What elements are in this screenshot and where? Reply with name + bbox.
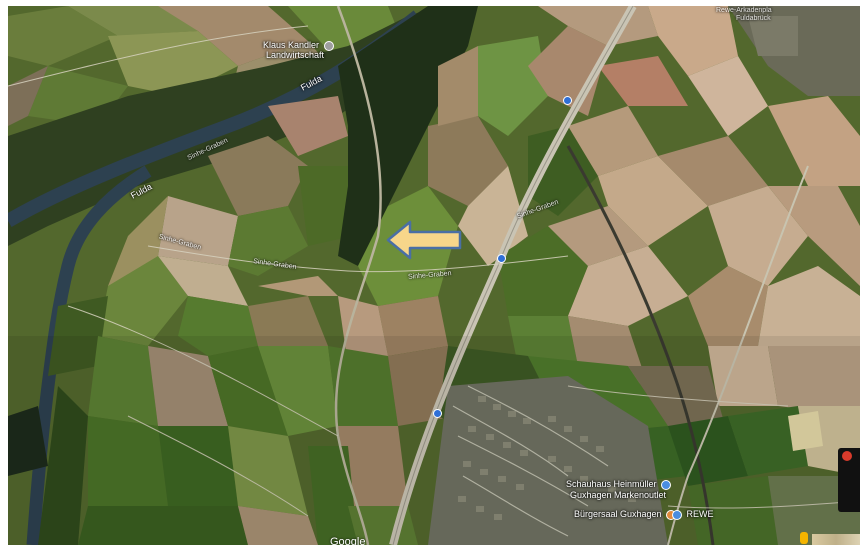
- layers-toggle[interactable]: [812, 534, 860, 545]
- place-label-top-right[interactable]: Rewe-Arkadenpla: [716, 6, 772, 16]
- poi-markenoutlet[interactable]: Guxhagen Markenoutlet: [570, 490, 666, 500]
- poi-schauhaus[interactable]: Schauhaus Heinmüller: [566, 479, 672, 490]
- place-name: Rewe-Arkadenpla: [716, 7, 772, 14]
- map-pin-icon: [323, 40, 334, 51]
- poi-name: Guxhagen Markenoutlet: [570, 490, 667, 500]
- shopping-pin-icon: [661, 479, 672, 490]
- place-label-fuldabrueck[interactable]: Fuldabrück: [736, 14, 771, 24]
- highway-shield: [497, 254, 506, 263]
- pegman-icon[interactable]: [800, 532, 808, 544]
- google-watermark: Google: [330, 536, 366, 545]
- shopping-pin-icon: [672, 509, 682, 520]
- place-name: Klaus Kandler: [263, 40, 320, 50]
- place-name: Fuldabrück: [736, 15, 771, 22]
- map-imagery: [8, 6, 860, 545]
- poi-rewe[interactable]: REWE: [672, 509, 714, 520]
- place-label-landwirtschaft[interactable]: Landwirtschaft: [266, 50, 324, 60]
- highway-shield: [563, 96, 572, 105]
- map-controls[interactable]: [838, 448, 860, 512]
- compass-icon[interactable]: [842, 451, 852, 461]
- place-label-klaus-kandler[interactable]: Klaus Kandler: [263, 40, 334, 51]
- poi-name: Bürgersaal Guxhagen: [574, 509, 662, 519]
- poi-buergersaal[interactable]: Bürgersaal Guxhagen: [574, 509, 677, 520]
- highway-shield: [433, 409, 442, 418]
- left-arrow-icon: [386, 220, 462, 260]
- place-subtitle: Landwirtschaft: [266, 50, 325, 60]
- poi-name: Schauhaus Heinmüller: [566, 479, 657, 489]
- satellite-map[interactable]: Fulda Fulda Sinhe-Graben Sinhe-Graben Si…: [8, 6, 860, 545]
- poi-name: REWE: [686, 509, 714, 519]
